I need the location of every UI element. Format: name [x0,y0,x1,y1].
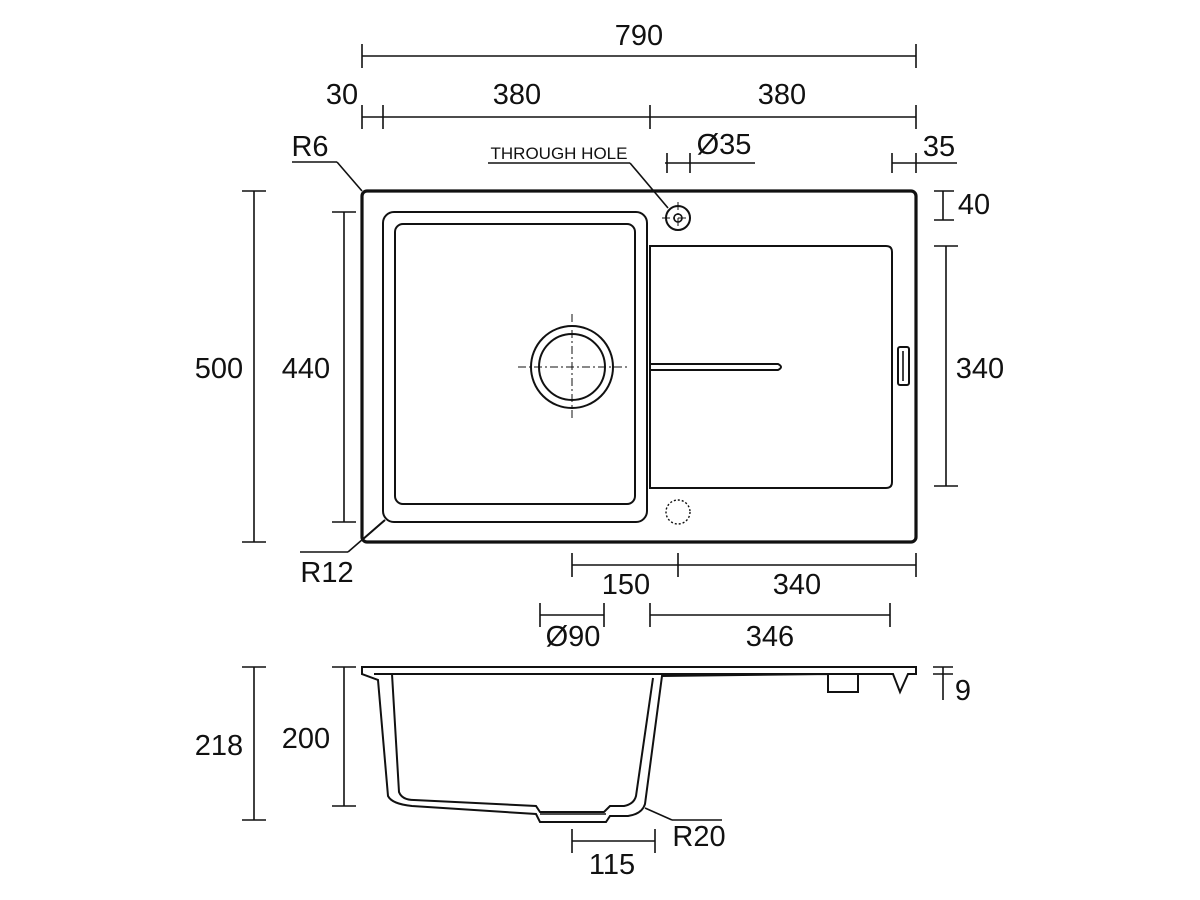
dim-waste-diameter: Ø90 [546,621,601,653]
dim-radius-bowl: R12 [300,557,353,589]
plan-dimensions: 790 30 380 380 R6 THROUGH HOLE Ø35 35 40 [195,20,1004,653]
dim-bowl-height: 200 [282,723,330,755]
section-dimensions: 218 200 9 R20 115 [195,666,971,881]
drainer-outline [649,245,893,489]
dim-radius-outer: R6 [291,131,328,163]
dim-through-hole-top: 40 [958,189,990,221]
dim-through-hole-diameter: Ø35 [697,129,752,161]
dim-overall-height: 218 [195,730,243,762]
bowl-outline-inner [394,223,636,505]
optional-hole [665,499,691,525]
dim-base-radius: R20 [672,821,725,853]
section-outline-inner [374,673,890,813]
dim-drainer-length: 346 [746,621,794,653]
dim-offset-left: 30 [326,79,358,111]
plan-view [360,189,918,544]
dim-bowl-section: 380 [493,79,541,111]
dim-waste-offset: 150 [602,569,650,601]
dim-waste-to-edge: 340 [773,569,821,601]
drainer-groove [649,363,782,371]
dim-through-hole-edge: 35 [923,131,955,163]
sink-outline [360,189,918,544]
dim-drainer-section: 380 [758,79,806,111]
label-through-hole: THROUGH HOLE [491,144,628,163]
section-outline-outer [361,666,917,823]
dim-drainer-depth: 340 [956,353,1004,385]
dim-waste-flat-width: 115 [589,849,635,881]
bowl-outline-outer [382,211,648,523]
dim-rim-thickness: 9 [955,675,971,707]
dim-overall-depth: 500 [195,353,243,385]
dim-overall-width: 790 [615,20,663,52]
overflow-slot [897,346,910,386]
dim-bowl-depth: 440 [282,353,330,385]
section-view [361,666,917,823]
